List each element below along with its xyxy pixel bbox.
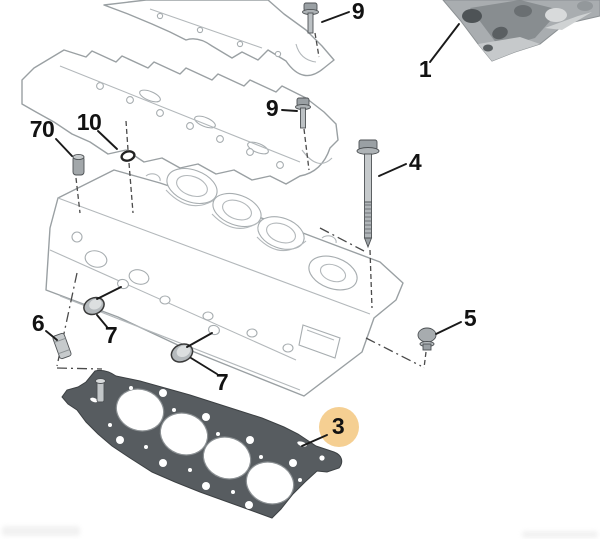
callout-3[interactable]: 3: [301, 407, 359, 447]
callout-3-highlight[interactable]: [319, 407, 359, 447]
bolt-9-top: [302, 2, 319, 34]
cylinder-head-drawing: [45, 167, 404, 397]
valve-cover-drawing: [103, 0, 335, 77]
bolt-9-side: [295, 97, 311, 129]
callout-4[interactable]: 4: [378, 149, 423, 177]
callout-7-upper[interactable]: 7: [96, 286, 122, 348]
camshaft-carrier-drawing: [21, 49, 339, 185]
callout-70[interactable]: 70: [30, 116, 73, 157]
o-ring-10: [120, 150, 136, 162]
callout-9-top-label[interactable]: 9: [352, 0, 365, 24]
callout-5[interactable]: 5: [435, 305, 478, 335]
callout-7-upper-label[interactable]: 7: [105, 322, 118, 348]
callout-6[interactable]: 6: [32, 310, 58, 341]
dowel-6: [52, 332, 72, 360]
callout-7-lower-label[interactable]: 7: [216, 369, 229, 395]
callout-3-label[interactable]: 3: [332, 413, 345, 439]
callout-1-label[interactable]: 1: [419, 56, 433, 82]
stud-70: [72, 153, 85, 176]
gasket-bores: [115, 388, 295, 505]
callout-9-side[interactable]: 9: [266, 95, 298, 121]
callout-10[interactable]: 10: [77, 109, 118, 150]
bolt-4: [356, 139, 380, 249]
callout-70-label[interactable]: 70: [30, 116, 55, 142]
gasket-dowel-pin: [95, 378, 106, 403]
cup-plug-7-lower: [170, 343, 194, 363]
watermark-left: [2, 526, 80, 536]
callout-1[interactable]: 1: [419, 23, 460, 82]
callout-9-side-label[interactable]: 9: [266, 95, 279, 121]
cup-plug-7-upper: [83, 296, 105, 316]
callout-9-top[interactable]: 9: [321, 0, 365, 24]
cylinder-head-photo: [442, 0, 600, 62]
callout-6-label[interactable]: 6: [32, 310, 45, 336]
callout-5-label[interactable]: 5: [464, 305, 478, 331]
watermark-right: [522, 531, 598, 538]
alignment-lines: [56, 32, 427, 370]
head-gasket-drawing: [61, 369, 343, 519]
callout-7-lower[interactable]: 7: [186, 332, 229, 395]
callout-10-label[interactable]: 10: [77, 109, 102, 135]
plug-5: [417, 327, 437, 351]
callout-4-label[interactable]: 4: [409, 149, 423, 175]
